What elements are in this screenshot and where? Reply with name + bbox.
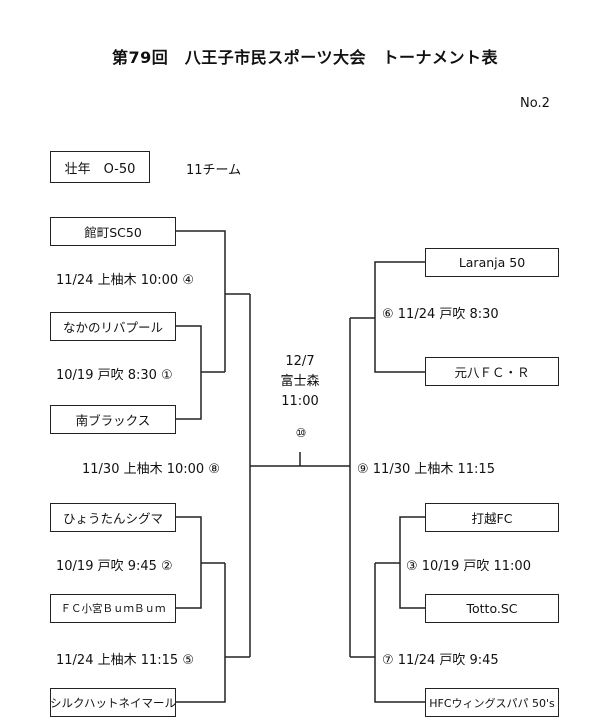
- match-label-5: 11/24 上柚木 11:15 ⑤: [56, 653, 194, 668]
- team-box: シルクハットネイマール: [50, 688, 176, 717]
- category-label: 壮年 O-50: [64, 161, 136, 177]
- team-box: 元八ＦＣ・Ｒ: [425, 357, 559, 386]
- line-match-4: [176, 230, 226, 372]
- team-box: 南ブラックス: [50, 405, 176, 434]
- line-match-6: [374, 261, 425, 373]
- team-box: 館町SC50: [50, 217, 176, 246]
- match-label-3: ③ 10/19 戸吹 11:00: [406, 559, 531, 574]
- team-name: 元八ＦＣ・Ｒ: [454, 365, 530, 380]
- match-label-8: 11/30 上柚木 10:00 ⑧: [82, 462, 220, 477]
- page-title: 第79回 八王子市民スポーツ大会 トーナメント表: [112, 48, 498, 67]
- team-name: 打越FC: [471, 511, 513, 526]
- match-label-9: ⑨ 11/30 上柚木 11:15: [357, 462, 495, 477]
- team-name: 館町SC50: [84, 225, 142, 240]
- team-name: Laranja 50: [458, 255, 526, 270]
- team-box: Laranja 50: [425, 248, 559, 277]
- match-label-1: 10/19 戸吹 8:30 ①: [56, 368, 173, 383]
- final-time: 11:00: [281, 394, 319, 409]
- final-match-number: ⑩: [295, 426, 307, 440]
- final-venue: 富士森: [280, 374, 320, 389]
- line-match-1: [176, 325, 202, 420]
- match-label-7: ⑦ 11/24 戸吹 9:45: [382, 653, 499, 668]
- team-name: Totto.SC: [466, 601, 518, 616]
- line-match-2: [176, 516, 202, 609]
- team-box: なかのリバプール: [50, 312, 176, 341]
- final-date: 12/7: [285, 354, 315, 369]
- team-name: シルクハットネイマール: [50, 695, 176, 710]
- team-box: HFCウィングスパパ 50's: [425, 688, 559, 717]
- match-label-2: 10/19 戸吹 9:45 ②: [56, 559, 173, 574]
- team-box: ＦＣ小宮ＢｕｍＢｕｍ: [50, 594, 176, 623]
- line-match-5: [176, 563, 226, 703]
- team-box: 打越FC: [425, 503, 559, 532]
- team-name: ひょうたんシグマ: [62, 511, 163, 526]
- category-box: 壮年 O-50: [50, 151, 150, 183]
- line-match-7: [374, 563, 425, 703]
- team-name: ＦＣ小宮ＢｕｍＢｕｍ: [60, 603, 166, 615]
- final-info: 12/7 富士森 11:00: [262, 352, 338, 412]
- team-name: 南ブラックス: [75, 413, 151, 428]
- team-box: Totto.SC: [425, 594, 559, 623]
- team-count: 11チーム: [186, 163, 242, 178]
- match-label-6: ⑥ 11/24 戸吹 8:30: [382, 307, 499, 322]
- match-label-4: 11/24 上柚木 10:00 ④: [56, 273, 194, 288]
- team-name: なかのリバプール: [62, 320, 163, 335]
- team-box: ひょうたんシグマ: [50, 503, 176, 532]
- page-number: No.2: [520, 96, 550, 111]
- team-name: HFCウィングスパパ 50's: [429, 696, 555, 710]
